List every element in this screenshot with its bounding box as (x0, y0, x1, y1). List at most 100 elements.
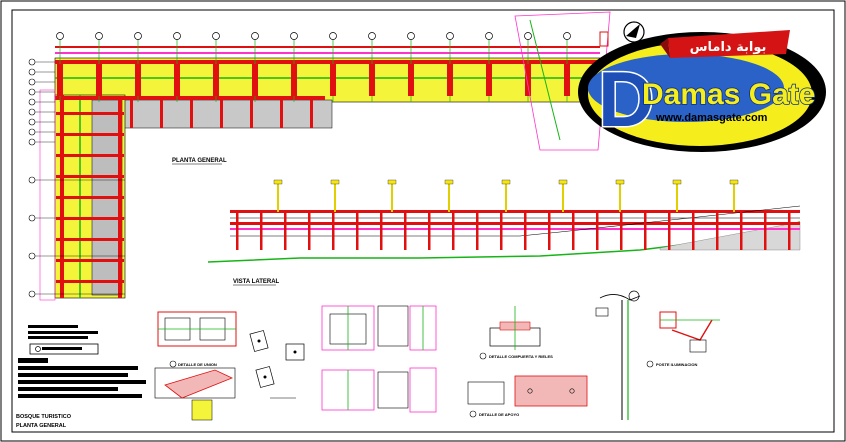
inner-border (11, 9, 835, 433)
column-bubble (407, 32, 415, 40)
elevation-post (764, 210, 767, 250)
cross-beam (56, 280, 124, 283)
lamp-head (444, 179, 454, 185)
row-bubble (28, 98, 36, 106)
elevation-post (644, 210, 647, 250)
column-post (486, 64, 492, 96)
lamp-head (615, 179, 625, 185)
elevation-post (596, 210, 599, 250)
column-bubble (485, 32, 493, 40)
elevation-post (356, 210, 359, 250)
lamp-head (501, 179, 511, 185)
column-post (213, 64, 219, 96)
logo-big-d: D (598, 55, 654, 143)
cross-beam (56, 154, 124, 157)
lamp-head (330, 179, 340, 185)
lamp-post (676, 182, 678, 212)
column-post (369, 64, 375, 96)
column-post (447, 64, 453, 96)
elevation-post (548, 210, 551, 250)
elevation-view: VISTA LATERAL (207, 179, 801, 286)
cross-beam (310, 100, 313, 128)
logo-url-text: www.damasgate.com (655, 112, 768, 124)
elevation-post (476, 210, 479, 250)
lamp-post (448, 182, 450, 212)
elevation-post (500, 210, 503, 250)
column-post (291, 64, 297, 96)
column-bubble (212, 32, 220, 40)
detail-label-support: DETALLE DE APOYO (479, 412, 519, 417)
cross-beam (56, 175, 124, 178)
elevation-post (668, 210, 671, 250)
elevation-post (524, 210, 527, 250)
lamp-post (505, 182, 507, 212)
detail-gate-rails: DETALLE COMPUERTA Y RIELES (321, 305, 553, 413)
column-bubble (368, 32, 376, 40)
plan-row-markers (28, 58, 125, 298)
cross-beam (56, 133, 124, 136)
elevation-post (620, 210, 623, 250)
elevation-title: VISTA LATERAL (233, 279, 280, 285)
column-post (96, 64, 102, 96)
column-post (564, 64, 570, 96)
logo-arabic-text: بوابة داماس (690, 40, 767, 55)
title-block-line2: PLANTA GENERAL (16, 423, 67, 429)
plan-cross-beams (56, 100, 313, 283)
row-bubble (28, 58, 36, 66)
column-post (330, 64, 336, 96)
detail-label-gate: DETALLE COMPUERTA Y RIELES (489, 354, 553, 359)
row-bubble (28, 138, 36, 146)
lamp-post (733, 182, 735, 212)
row-bubble (28, 252, 36, 260)
row-bubble (28, 68, 36, 76)
column-post (408, 64, 414, 96)
lamp-post (619, 182, 621, 212)
lamp-head (672, 179, 682, 185)
column-bubble (173, 32, 181, 40)
column-post (174, 64, 180, 96)
row-bubble (28, 88, 36, 96)
lamp-post (334, 182, 336, 212)
column-bubble (251, 32, 259, 40)
cross-beam (56, 196, 124, 199)
plan-column-markers (56, 32, 571, 102)
column-bubble (524, 32, 532, 40)
lamp-head (558, 179, 568, 185)
cross-beam (130, 100, 133, 128)
lamp-head (729, 179, 739, 185)
elevation-lamp-posts (273, 179, 739, 212)
cross-beam (220, 100, 223, 128)
plan-walkway-horizontal (54, 57, 601, 103)
elevation-post (452, 210, 455, 250)
cross-beam (190, 100, 193, 128)
elevation-post (428, 210, 431, 250)
detail-support: DETALLE DE APOYO (467, 375, 588, 418)
title-block-line1: BOSQUE TURISTICO (16, 414, 72, 420)
cross-beam (56, 112, 124, 115)
lamp-head (387, 179, 397, 185)
column-post (525, 64, 531, 96)
elevation-post (380, 210, 383, 250)
detail-union: DETALLE DE UNION (154, 311, 237, 421)
cross-beam (56, 259, 124, 262)
row-bubble (28, 290, 36, 298)
column-bubble (95, 32, 103, 40)
detail-plates (249, 330, 305, 399)
lamp-post (562, 182, 564, 212)
cross-beam (250, 100, 253, 128)
row-bubble (28, 214, 36, 222)
lamp-post (277, 182, 279, 212)
column-post (252, 64, 258, 96)
elevation-post (332, 210, 335, 250)
north-arrow-icon (623, 21, 645, 43)
column-bubble (329, 32, 337, 40)
detail-lighting-post: POSTE ILUMINACION (595, 290, 720, 420)
column-bubble (446, 32, 454, 40)
elevation-post (788, 210, 791, 250)
elevation-post (572, 210, 575, 250)
row-bubble (28, 176, 36, 184)
elevation-post (404, 210, 407, 250)
detail-label-lighting: POSTE ILUMINACION (656, 362, 697, 367)
elevation-posts (236, 210, 791, 250)
